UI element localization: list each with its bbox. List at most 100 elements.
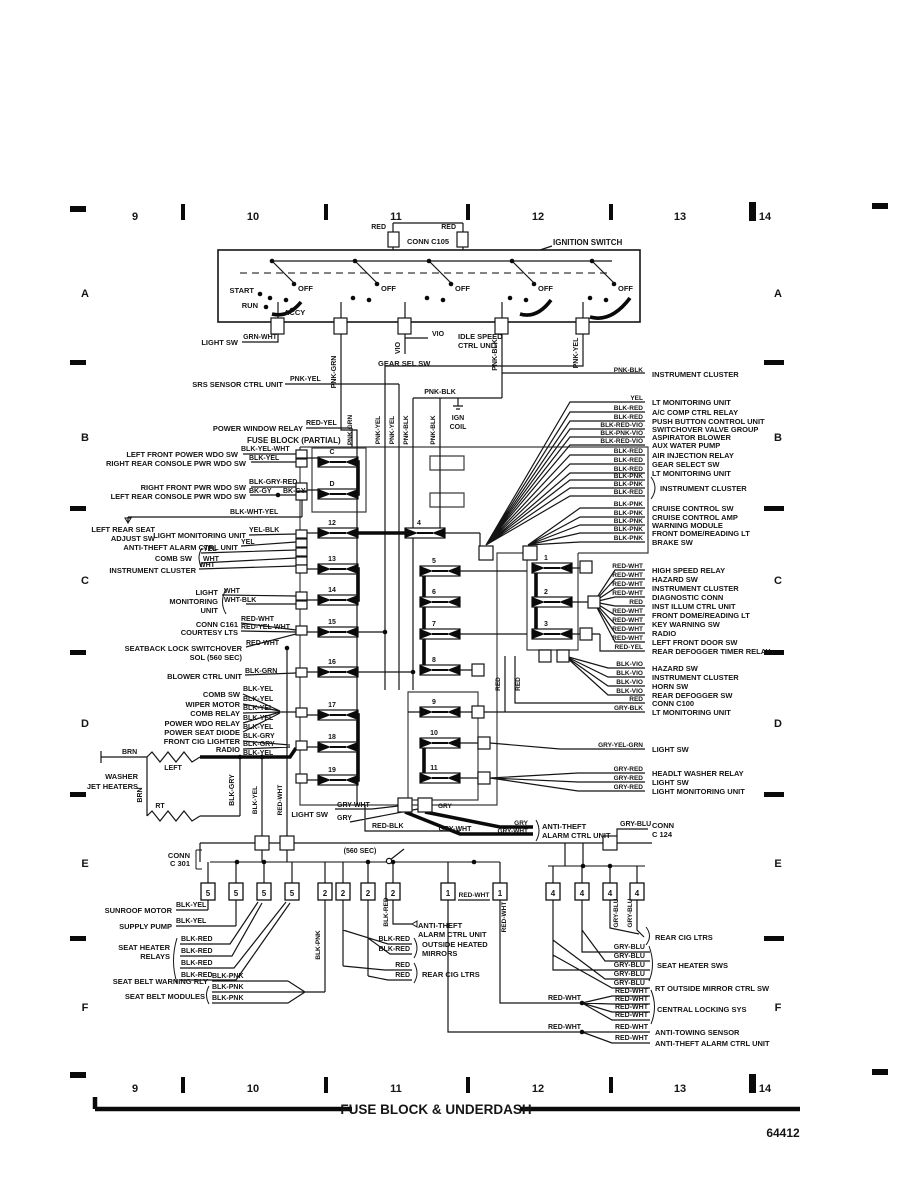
- device-label: LEFT REAR SEAT: [91, 525, 155, 534]
- wire-color: BLK-WHT-YEL: [230, 509, 279, 516]
- fuse-number: 9: [432, 699, 436, 706]
- device-label: ANTI-TOWING SENSOR: [655, 1028, 740, 1037]
- braces: [124, 476, 656, 1025]
- wire-color: RED-WHT: [612, 635, 643, 642]
- device-label: POWER WDO RELAY: [164, 719, 240, 728]
- fuse-2: 2: [531, 589, 573, 608]
- device-label: FRONT DOME/READING LT: [652, 611, 750, 620]
- junction-dot: [589, 258, 595, 264]
- device-label: HORN SW: [652, 682, 689, 691]
- wire-color: RED: [395, 962, 410, 969]
- wire-color: PNK-GRN: [331, 356, 338, 389]
- junction-dot: [275, 492, 281, 498]
- device-label: PUSH BUTTON CONTROL UNIT: [652, 417, 765, 426]
- wire-color: RED-WHT: [612, 590, 643, 597]
- wire-color: BLK-RED: [181, 972, 213, 979]
- row-letter-right: C: [774, 575, 782, 587]
- wire-color: BLK-YEL: [252, 786, 259, 814]
- wire-color: BLK-RED: [181, 948, 213, 955]
- fuse-3: 3: [531, 621, 573, 640]
- connector-square: [295, 600, 308, 610]
- wire-color: BLK-YEL: [243, 696, 274, 703]
- junction-dot: [352, 258, 358, 264]
- device-label: AIR INJECTION RELAY: [652, 451, 734, 460]
- wire-color: PNK-YEL: [389, 416, 396, 445]
- wire-color: BLK-RED: [614, 457, 644, 464]
- fuse-19: 19: [317, 767, 359, 786]
- wire-color: BLK-RED: [614, 405, 644, 412]
- device-label: COMB SW: [155, 554, 193, 563]
- fuse-number: 10: [430, 730, 438, 737]
- wire-color: BLK-RED-VIO: [600, 438, 643, 445]
- junction-dot: [580, 863, 586, 869]
- wire-color: BLK-YEL-WHT: [241, 446, 290, 453]
- wire-color: YEL: [630, 395, 643, 402]
- junction-dot: [259, 754, 265, 760]
- wire-color: RED-WHT: [612, 563, 643, 570]
- fuse-C: C: [317, 449, 359, 468]
- wire-color: BLK-YEL: [243, 724, 274, 731]
- device-label: RIGHT REAR CONSOLE PWR WDO SW: [106, 459, 247, 468]
- wire-color: RED-YEL-WHT: [241, 624, 291, 631]
- device-label: BLOWER CTRL UNIT: [167, 672, 242, 681]
- wire-color: PNK-BLK: [492, 339, 499, 371]
- pin-4: 4: [545, 882, 561, 901]
- connector-square: [575, 317, 590, 335]
- wire-color: BLK-YEL: [176, 918, 207, 925]
- wire-color: WHT-BLK: [224, 597, 256, 604]
- timer-label: (560 SEC): [344, 848, 377, 855]
- device-label: HEADLT WASHER RELAY: [652, 769, 744, 778]
- pin-number: 2: [323, 889, 328, 898]
- pin-number: 4: [580, 889, 585, 898]
- wire-color: PNK-BLK: [614, 367, 644, 374]
- wire-color: BK-GY: [249, 488, 272, 495]
- fuse-number: 1: [544, 555, 548, 562]
- pin-number: 1: [498, 889, 503, 898]
- device-label: CRUISE CONTROL AMP: [652, 513, 738, 522]
- device-label: LEFT FRONT POWER WDO SW: [126, 450, 239, 459]
- fuse-block-label: FUSE BLOCK (PARTIAL): [247, 436, 341, 445]
- wire-color: GRY-BLU: [614, 980, 645, 987]
- device-label: CONN C100: [652, 699, 694, 708]
- wire-color: RED-WHT: [241, 616, 275, 623]
- device-label: LT MONITORING UNIT: [652, 398, 731, 407]
- wire-color: BLK-YEL: [249, 455, 280, 462]
- fuse-number: 2: [544, 589, 548, 596]
- conn-c105-label: CONN C105: [407, 237, 449, 246]
- wire-color: PNK-GRN: [347, 415, 354, 446]
- wire-color: BLK-PNK: [614, 481, 644, 488]
- wire-color: RED: [395, 972, 410, 979]
- ruler-ticks: [70, 202, 888, 1093]
- junction-dot: [579, 1000, 585, 1006]
- device-label: AUX WATER PUMP: [652, 441, 720, 450]
- position-off: OFF: [538, 284, 553, 293]
- connector-squares: [254, 231, 618, 851]
- wire-color: BLK-RED: [379, 946, 411, 953]
- junction-dot: [579, 1029, 585, 1035]
- device-label: CONN C161: [196, 620, 238, 629]
- connector-square: [456, 231, 469, 248]
- connector-square: [295, 491, 308, 501]
- wire-color: BLK-VIO: [616, 688, 643, 695]
- junction-dot: [426, 258, 432, 264]
- device-label: SEAT BELT WARNING RLY: [113, 977, 208, 986]
- device-label: IDLE SPEED: [458, 332, 503, 341]
- conn-label: CONN: [168, 851, 190, 860]
- wire-color: BLK-VIO: [616, 661, 643, 668]
- wire-color: BK-GY: [283, 488, 306, 495]
- fuse-9: 9: [419, 699, 461, 718]
- junction-dot: [587, 295, 593, 301]
- wire-color: GRY-RED: [614, 766, 644, 773]
- ignition-switch-label: IGNITION SWITCH: [553, 238, 623, 247]
- fuse-block-outline: [210, 446, 649, 867]
- position-off: OFF: [618, 284, 633, 293]
- wire-color: PNK-BLK: [403, 415, 410, 445]
- fuse-8: 8: [419, 657, 461, 676]
- device-label: LIGHT SW: [201, 338, 239, 347]
- junction-dot: [366, 297, 372, 303]
- fuse-number: 14: [328, 587, 336, 594]
- pin-number: 2: [391, 889, 396, 898]
- junction-dot: [440, 297, 446, 303]
- device-label: LT MONITORING UNIT: [652, 708, 731, 717]
- row-letter-left: B: [81, 432, 89, 444]
